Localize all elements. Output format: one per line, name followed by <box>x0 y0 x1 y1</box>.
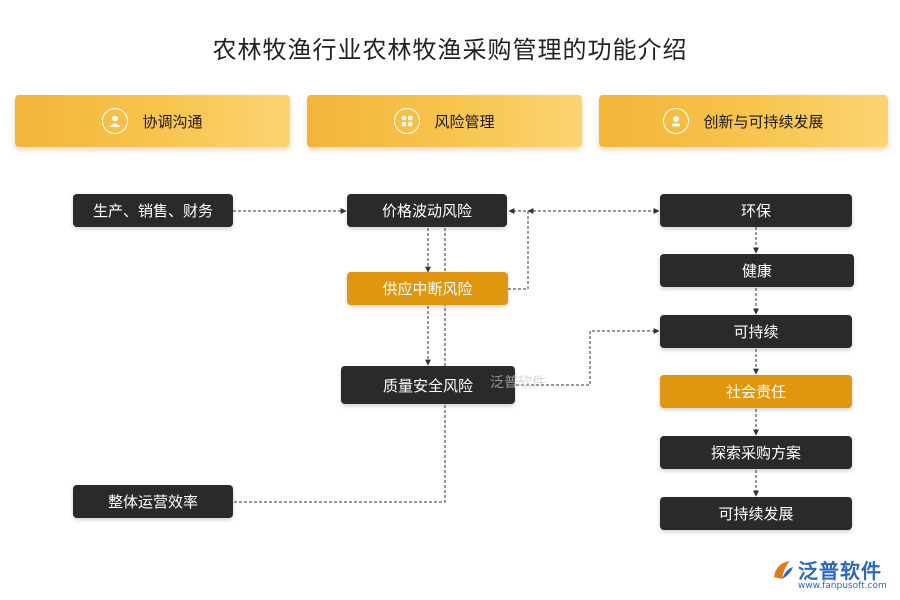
node-explore-procurement: 探索采购方案 <box>660 436 852 469</box>
node-price-risk: 价格波动风险 <box>347 194 507 227</box>
grid-icon <box>394 108 421 134</box>
node-sustainable: 可持续 <box>660 315 852 348</box>
node-social-responsibility: 社会责任 <box>660 375 852 408</box>
header-coordination: 协调沟通 <box>15 95 290 147</box>
node-production-sales-finance: 生产、销售、财务 <box>73 194 233 227</box>
header-label: 风险管理 <box>434 112 495 131</box>
header-innovation: 创新与可持续发展 <box>599 95 888 147</box>
node-supply-risk: 供应中断风险 <box>347 272 508 305</box>
badge-icon <box>663 108 690 134</box>
person-icon <box>102 108 129 134</box>
node-health: 健康 <box>660 254 854 287</box>
node-overall-efficiency: 整体运营效率 <box>73 485 233 518</box>
node-quality-risk: 质量安全风险 <box>341 366 515 404</box>
header-label: 协调沟通 <box>142 112 203 131</box>
logo-mark-icon <box>774 561 793 579</box>
logo-url: www.fanpusoft.com <box>798 581 887 591</box>
logo-brand: 泛普软件 <box>798 559 882 583</box>
brand-logo: 泛普软件 www.fanpusoft.com <box>770 555 895 595</box>
page-title: 农林牧渔行业农林牧渔采购管理的功能介绍 <box>212 36 688 64</box>
node-sustainable-development: 可持续发展 <box>660 497 852 530</box>
header-risk: 风险管理 <box>307 95 582 147</box>
node-environment: 环保 <box>660 194 852 227</box>
watermark: 泛普软件 <box>490 375 546 391</box>
header-label: 创新与可持续发展 <box>703 112 824 131</box>
